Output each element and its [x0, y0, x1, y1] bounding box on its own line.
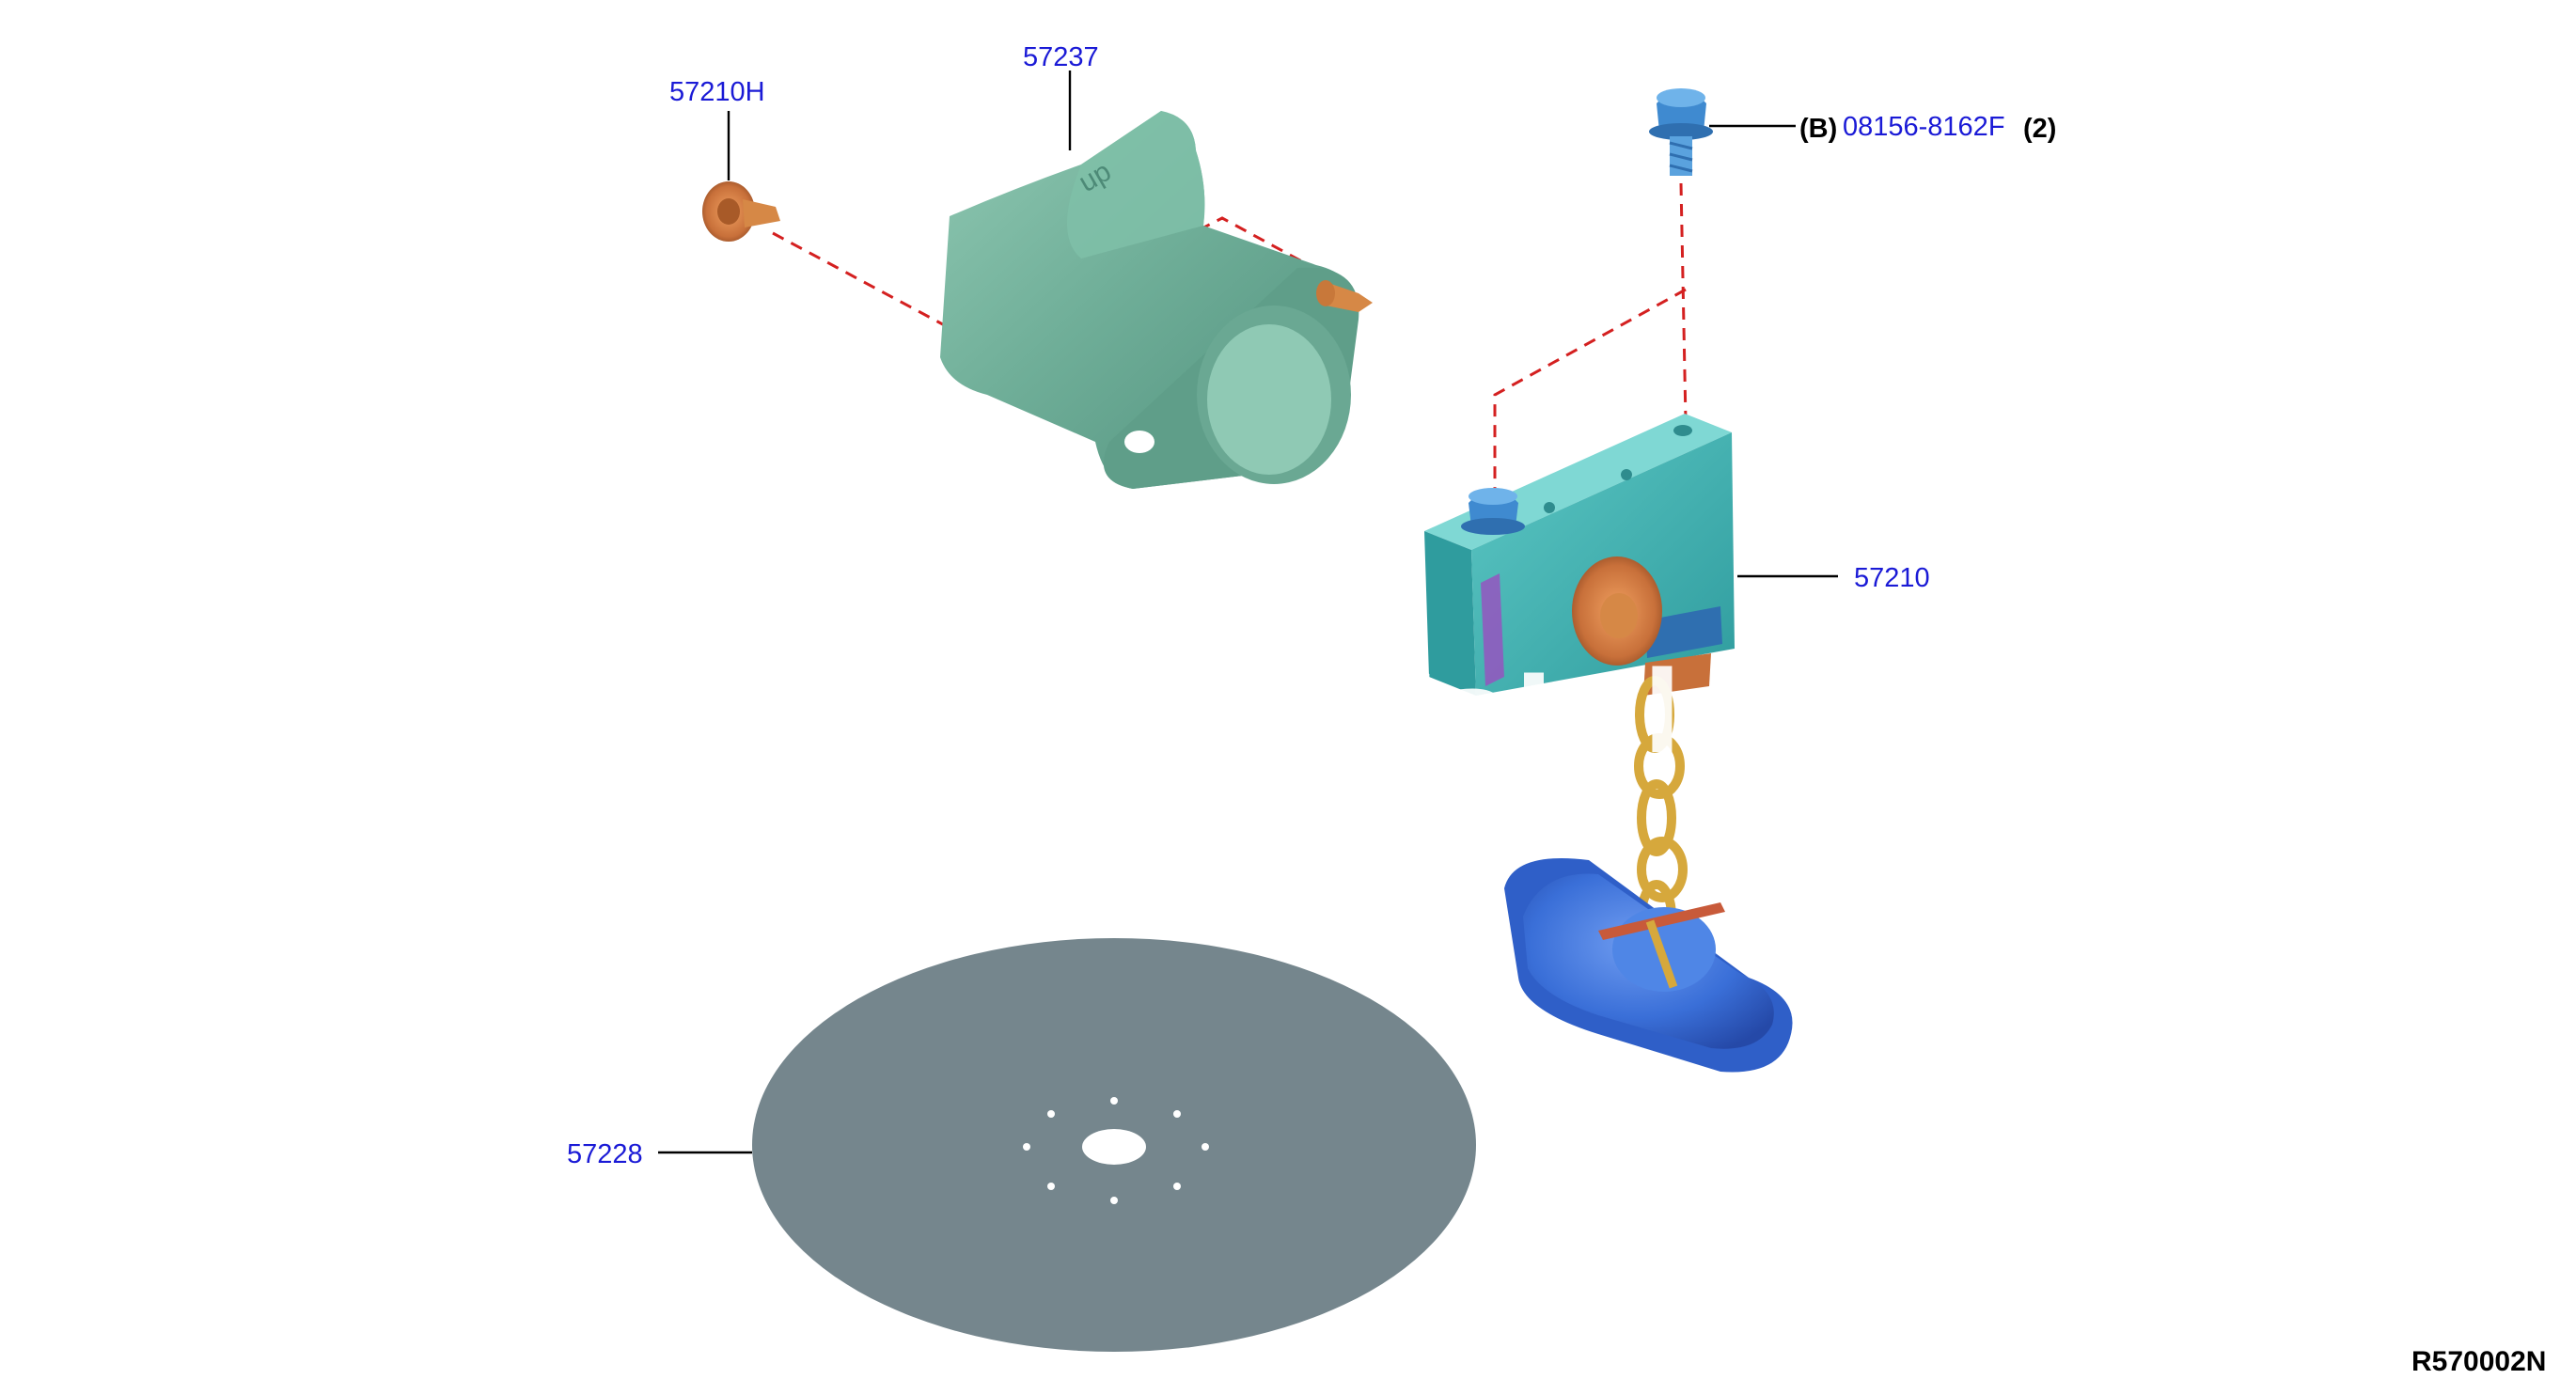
cover-mount-hole — [1124, 431, 1154, 453]
plate-small-holes — [1023, 1097, 1209, 1204]
chain — [1634, 676, 1688, 953]
bolt-bracket — [1461, 488, 1525, 535]
clip-fastener — [702, 181, 780, 242]
callout-bolt-prefix: (B) — [1799, 114, 1837, 144]
callout-bolt-part: 08156-8162F — [1843, 112, 2005, 142]
callout-cover: 57237 — [1023, 42, 1099, 72]
figure-code: R570002N — [2411, 1346, 2546, 1377]
callout-plate: 57228 — [567, 1139, 643, 1169]
clip-fastener-secondary — [1316, 280, 1373, 312]
plate-center-hole — [1082, 1129, 1146, 1165]
tire-plate — [752, 938, 1476, 1352]
callout-bolt-qty: (2) — [2023, 114, 2056, 144]
callout-bracket: 57210 — [1854, 563, 1930, 593]
leader-lines — [658, 71, 1838, 1154]
hanger — [1504, 858, 1793, 1073]
watermark-text: Catalo — [1354, 649, 1759, 779]
callout-clip: 57210H — [669, 77, 765, 107]
cover-housing: up — [940, 111, 1359, 489]
bolt-top — [1649, 88, 1713, 176]
